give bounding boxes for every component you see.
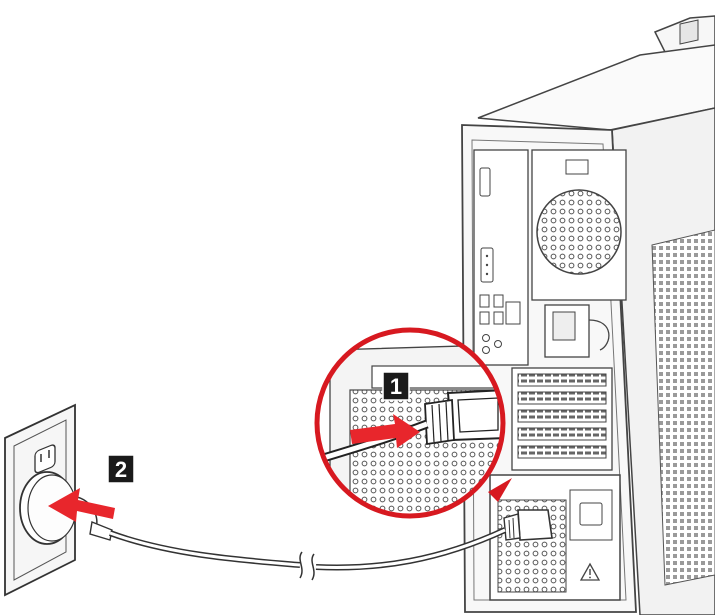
usb-port	[479, 294, 490, 308]
warning-triangle-icon	[579, 562, 601, 581]
cord-break-mark	[299, 551, 303, 579]
slot-cover	[517, 409, 607, 423]
expansion-slots	[511, 367, 613, 471]
cable-module	[544, 304, 610, 358]
computer-tower	[461, 15, 715, 615]
slot-cover	[517, 427, 607, 441]
step-1-badge: 1	[382, 371, 410, 401]
fan-grille	[536, 189, 622, 275]
callout-pointer	[488, 478, 512, 502]
ethernet-port	[505, 301, 521, 325]
step-2-badge: 2	[107, 454, 135, 484]
io-shield	[473, 149, 529, 366]
ps2-port	[479, 167, 491, 197]
arrow-step-1	[350, 414, 420, 448]
callout-magnifier	[314, 327, 512, 519]
rear-fan	[531, 149, 627, 301]
cord-break-mark	[311, 553, 315, 581]
lock-slot	[565, 159, 589, 175]
usb-port	[479, 311, 490, 325]
iec-connector-icon	[503, 509, 553, 541]
audio-jack	[494, 340, 502, 348]
audio-jack	[482, 334, 490, 342]
slot-cover	[517, 445, 607, 459]
audio-jack	[482, 346, 490, 354]
slot-cover	[517, 373, 607, 387]
psu-power-inlet	[569, 489, 613, 541]
power-cord	[108, 527, 507, 581]
case-top	[477, 44, 715, 131]
arrow-step-2	[48, 488, 115, 522]
slot-cover	[517, 391, 607, 405]
psu-grille	[497, 499, 567, 593]
usb-port	[493, 294, 504, 308]
usb-port	[493, 311, 504, 325]
side-vent	[651, 229, 715, 586]
step-1-label: 1	[390, 374, 402, 399]
callout-ring	[314, 327, 506, 519]
step-2-label: 2	[115, 457, 127, 482]
